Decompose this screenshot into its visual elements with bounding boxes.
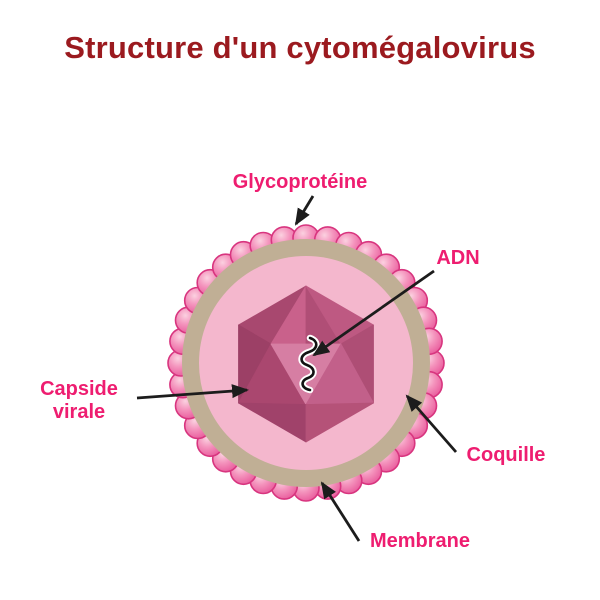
coquille-arrow	[405, 394, 458, 453]
label-capsid-line1: Capside	[40, 378, 118, 400]
label-membrane: Membrane	[369, 530, 471, 552]
capsid-arrow	[136, 384, 249, 400]
label-capsid: Capside virale	[9, 378, 149, 424]
glycoprotein-arrow	[294, 195, 315, 226]
label-coquille: Coquille	[466, 444, 546, 466]
capsid	[238, 285, 374, 443]
label-glycoprotein: Glycoprotéine	[232, 171, 368, 193]
adn-arrow	[312, 269, 435, 357]
capsid-face-bottom-right	[305, 402, 374, 443]
label-capsid-line2: virale	[52, 401, 106, 423]
label-adn: ADN	[436, 247, 480, 269]
page-title: Structure d'un cytomégalovirus	[64, 30, 536, 65]
membrane-arrow	[320, 481, 361, 542]
